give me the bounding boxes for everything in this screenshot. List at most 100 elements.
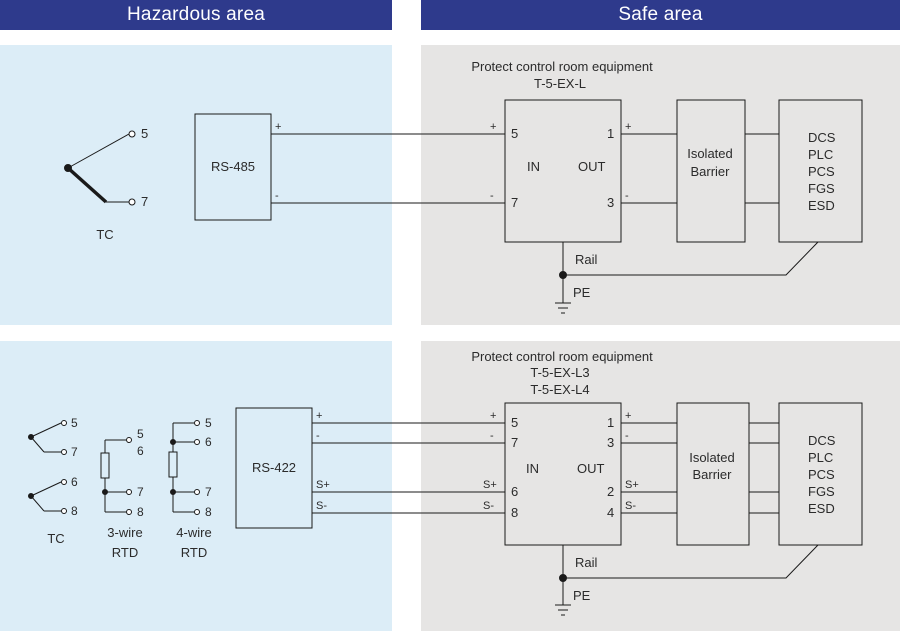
in-label: IN	[527, 159, 540, 174]
module-in-plus: +	[490, 121, 496, 133]
rtd3-label-1: 3-wire	[107, 525, 142, 540]
ground-2-icon	[555, 604, 571, 616]
safe-panel-top	[421, 45, 900, 325]
hazardous-panel-bottom	[0, 341, 392, 631]
isolated-barrier-2-box	[676, 402, 750, 546]
control-systems-box	[778, 99, 863, 243]
rtd3-t5: 5	[137, 427, 144, 441]
out-plus: +	[625, 121, 631, 133]
in2-terminal-5: 5	[511, 415, 518, 430]
out2-plus: +	[625, 410, 631, 422]
rtd4-label-2: RTD	[181, 545, 207, 560]
in2-terminal-6: 6	[511, 484, 518, 499]
diagram-1	[64, 99, 863, 314]
ground-icon	[555, 302, 571, 314]
caption-title: Protect control room equipment	[471, 59, 653, 74]
pe-label: PE	[573, 285, 591, 300]
tc1-t7: 7	[71, 445, 78, 459]
barrier2-line-1: Isolated	[689, 450, 735, 465]
in2-minus: -	[490, 430, 494, 442]
rs485-label: RS-485	[211, 159, 255, 174]
rtd4-label-1: 4-wire	[176, 525, 211, 540]
out2-terminal-3: 3	[607, 435, 614, 450]
out2-label: OUT	[577, 461, 605, 476]
out2-terminal-2: 2	[607, 484, 614, 499]
rail2-label: Rail	[575, 555, 598, 570]
tx-plus: +	[275, 121, 281, 133]
control-systems-2-box	[778, 402, 863, 546]
diagram-1-text: 5 7 TC RS-485 + - + - Protect control ro…	[96, 59, 835, 300]
barrier2-line-2: Barrier	[692, 467, 732, 482]
tc1-t5: 5	[71, 416, 78, 430]
system-plc: PLC	[808, 147, 833, 162]
rtd4-t5: 5	[205, 416, 212, 430]
tc1-label: TC	[96, 227, 113, 242]
caption2-title: Protect control room equipment	[471, 349, 653, 364]
out2-terminal-4: 4	[607, 505, 614, 520]
rtd4-t7: 7	[205, 485, 212, 499]
rtd3-t6: 6	[137, 444, 144, 458]
system-dcs: DCS	[808, 130, 836, 145]
in2-splus: S+	[483, 479, 497, 491]
hazardous-area-header: Hazardous area	[0, 0, 392, 30]
barrier-line-2: Barrier	[690, 164, 730, 179]
rs422-box	[235, 407, 313, 529]
out-minus: -	[625, 190, 629, 202]
module-in-minus: -	[490, 190, 494, 202]
diagram-2-text: 5 7 6 8 TC 5 6 7 8 3-wire RTD 5 6 7 8 4-…	[47, 349, 835, 603]
thermocouple-2-icon	[28, 479, 67, 514]
tx2-minus: -	[316, 430, 320, 442]
rtd-4-wire-icon	[168, 420, 200, 515]
system2-esd: ESD	[808, 501, 835, 516]
rtd3-t7: 7	[137, 485, 144, 499]
model-label: T-5-EX-L	[534, 76, 586, 91]
system2-pcs: PCS	[808, 467, 835, 482]
barrier-line-1: Isolated	[687, 146, 733, 161]
rs422-label: RS-422	[252, 460, 296, 475]
out-terminal-1: 1	[607, 126, 614, 141]
thermocouple-1-icon	[28, 420, 67, 455]
tc1-terminal-5: 5	[141, 126, 148, 141]
in2-terminal-7: 7	[511, 435, 518, 450]
pe2-label: PE	[573, 588, 591, 603]
system-esd: ESD	[808, 198, 835, 213]
diagram-2	[28, 402, 863, 616]
rtd-3-wire-icon	[100, 437, 132, 515]
out2-terminal-1: 1	[607, 415, 614, 430]
system2-fgs: FGS	[808, 484, 835, 499]
tx2-plus: +	[316, 410, 322, 422]
in-terminal-7: 7	[511, 195, 518, 210]
tx-minus: -	[275, 190, 279, 202]
isolated-barrier-box	[676, 99, 746, 243]
tc2-t6: 6	[71, 475, 78, 489]
rtd3-t8: 8	[137, 505, 144, 519]
tc2-t8: 8	[71, 504, 78, 518]
out2-splus: S+	[625, 479, 639, 491]
in2-sminus: S-	[483, 500, 494, 512]
system2-dcs: DCS	[808, 433, 836, 448]
rtd4-t6: 6	[205, 435, 212, 449]
safe-area-header: Safe area	[421, 0, 900, 30]
tc1-terminal-7: 7	[141, 194, 148, 209]
in2-plus: +	[490, 410, 496, 422]
system-fgs: FGS	[808, 181, 835, 196]
system2-plc: PLC	[808, 450, 833, 465]
system-pcs: PCS	[808, 164, 835, 179]
in2-label: IN	[526, 461, 539, 476]
rtd4-t8: 8	[205, 505, 212, 519]
thermocouple-icon	[64, 130, 136, 206]
tx2-splus: S+	[316, 479, 330, 491]
out-label: OUT	[578, 159, 606, 174]
tx2-sminus: S-	[316, 500, 327, 512]
rtd3-label-2: RTD	[112, 545, 138, 560]
hazardous-panel-top	[0, 45, 392, 325]
out2-sminus: S-	[625, 500, 636, 512]
out2-minus: -	[625, 430, 629, 442]
rs485-box	[194, 113, 272, 221]
out-terminal-3: 3	[607, 195, 614, 210]
tc2-label: TC	[47, 531, 64, 546]
safe-panel-bottom	[421, 341, 900, 631]
rail-label: Rail	[575, 252, 598, 267]
model2-l4: T-5-EX-L4	[530, 382, 589, 397]
